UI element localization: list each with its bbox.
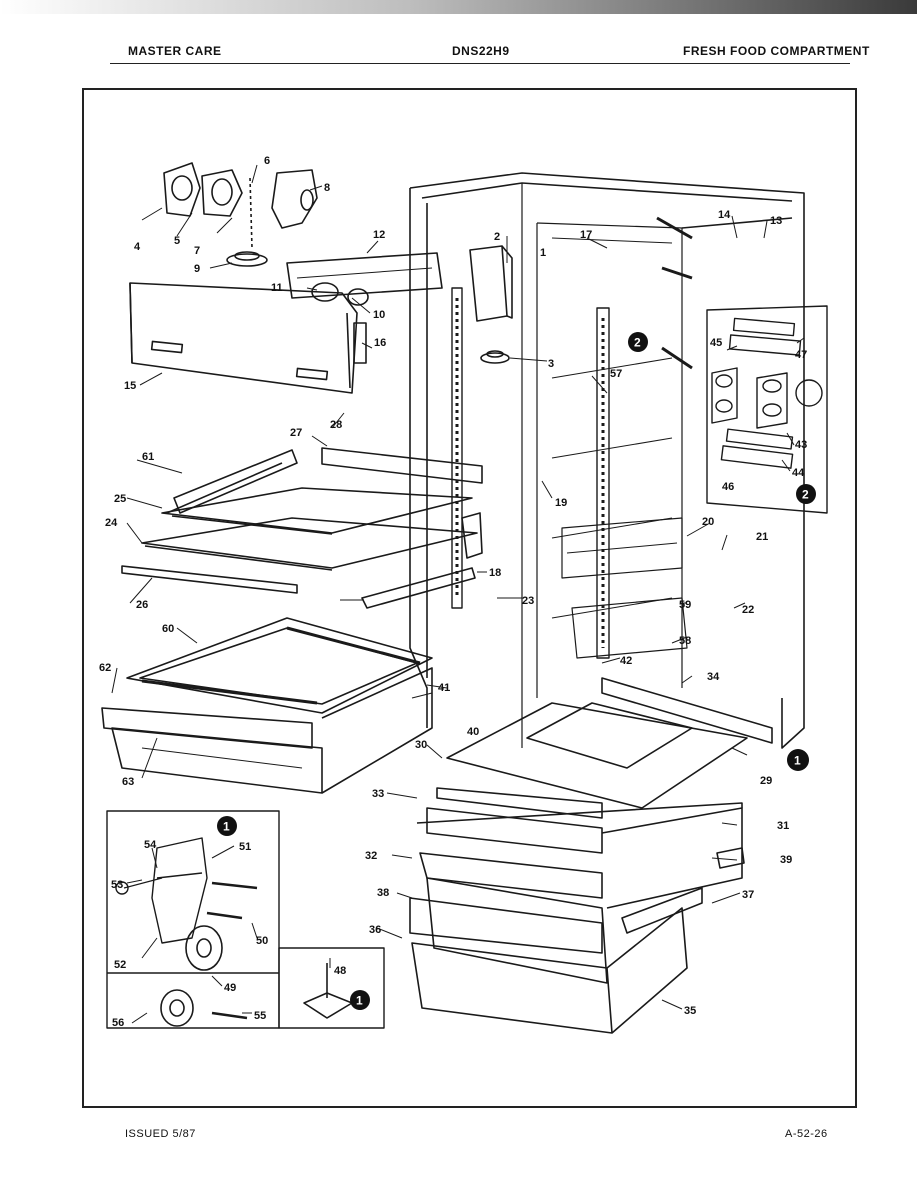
light-bulb-drawing — [469, 245, 513, 364]
callout-40: 40 — [467, 726, 479, 738]
detail-marker-one-ref: 1 — [794, 754, 801, 768]
callout-15: 15 — [124, 380, 136, 392]
callout-56: 56 — [112, 1017, 124, 1029]
callout-28: 28 — [330, 419, 342, 431]
callout-9: 9 — [194, 263, 200, 275]
callout-27: 27 — [290, 427, 302, 439]
detail-marker-one-box: 1 — [223, 820, 230, 834]
callout-2: 2 — [494, 231, 500, 243]
header-brand: MASTER CARE — [128, 44, 222, 58]
callout-37: 37 — [742, 889, 754, 901]
callout-32: 32 — [365, 850, 377, 862]
callout-13: 13 — [770, 215, 782, 227]
callout-53: 53 — [111, 879, 123, 891]
callout-26: 26 — [136, 599, 148, 611]
callout-22: 22 — [742, 604, 754, 616]
callout-45: 45 — [710, 337, 722, 349]
detail-box-one — [106, 810, 385, 1029]
roller-wheel-drawing — [160, 925, 248, 1027]
detail-marker-two-ref: 2 — [634, 336, 641, 350]
callout-18: 18 — [489, 567, 501, 579]
callout-57: 57 — [610, 368, 622, 380]
detail-box-two — [706, 305, 828, 514]
callout-34: 34 — [707, 671, 720, 683]
callout-43: 43 — [795, 439, 807, 451]
header-section-title: FRESH FOOD COMPARTMENT — [683, 44, 870, 58]
callout-4: 4 — [134, 241, 141, 253]
callout-6: 6 — [264, 155, 270, 167]
callout-33: 33 — [372, 788, 384, 800]
callout-7: 7 — [194, 245, 200, 257]
callout-10: 10 — [373, 309, 385, 321]
exploded-parts-diagram: 1 2 3 4 5 6 7 8 9 10 11 12 13 14 15 16 1… — [99, 155, 828, 1034]
detail-marker-one-leg: 1 — [356, 994, 363, 1008]
callout-3: 3 — [548, 358, 554, 370]
callout-36: 36 — [369, 924, 381, 936]
callout-54: 54 — [144, 839, 157, 851]
callout-24: 24 — [105, 517, 118, 529]
callout-5: 5 — [174, 235, 180, 247]
callout-41: 41 — [438, 682, 450, 694]
issued-date: ISSUED 5/87 — [125, 1128, 196, 1140]
callout-48: 48 — [334, 965, 346, 977]
callout-8: 8 — [324, 182, 330, 194]
callout-58: 58 — [679, 635, 691, 647]
callout-44: 44 — [792, 467, 805, 479]
callout-42: 42 — [620, 655, 632, 667]
callout-46: 46 — [722, 481, 734, 493]
callout-21: 21 — [756, 531, 768, 543]
crisper-drawer-drawing — [409, 677, 773, 1034]
callout-30: 30 — [415, 739, 427, 751]
callout-62: 62 — [99, 662, 111, 674]
callout-1: 1 — [540, 247, 546, 259]
callout-55: 55 — [254, 1010, 266, 1022]
callout-14: 14 — [718, 209, 731, 221]
callout-19: 19 — [555, 497, 567, 509]
header-rule — [110, 63, 850, 64]
callout-12: 12 — [373, 229, 385, 241]
callout-50: 50 — [256, 935, 268, 947]
diagram-frame — [82, 88, 857, 1108]
callout-60: 60 — [162, 623, 174, 635]
shelf-drawing — [121, 447, 483, 609]
callout-29: 29 — [760, 775, 772, 787]
callout-61: 61 — [142, 451, 154, 463]
callout-49: 49 — [224, 982, 236, 994]
scan-edge-shading — [0, 0, 917, 14]
refrigerator-cabinet-drawing — [409, 172, 805, 749]
callout-38: 38 — [377, 887, 389, 899]
callout-17: 17 — [580, 229, 592, 241]
callout-35: 35 — [684, 1005, 696, 1017]
callout-52: 52 — [114, 959, 126, 971]
callout-39: 39 — [780, 854, 792, 866]
light-shield-drawing — [129, 282, 367, 394]
detail-marker-two-box: 2 — [802, 488, 809, 502]
control-housing-drawing — [163, 162, 443, 306]
callout-59: 59 — [679, 599, 691, 611]
callout-25: 25 — [114, 493, 126, 505]
header-model-number: DNS22H9 — [452, 44, 510, 58]
callout-47: 47 — [795, 349, 807, 361]
callout-23: 23 — [522, 595, 534, 607]
page-code: A-52-26 — [785, 1128, 828, 1140]
callout-51: 51 — [239, 841, 251, 853]
callout-16: 16 — [374, 337, 386, 349]
crisper-drawer-drawing — [101, 617, 433, 794]
callout-20: 20 — [702, 516, 714, 528]
callout-11: 11 — [271, 282, 283, 294]
callout-31: 31 — [777, 820, 789, 832]
callout-63: 63 — [122, 776, 134, 788]
